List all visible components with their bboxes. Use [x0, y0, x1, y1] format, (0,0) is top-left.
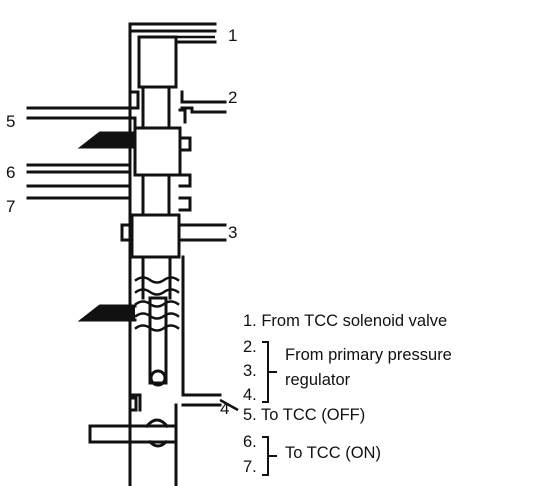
callout-1: 1 [228, 26, 237, 45]
leader-4 [219, 398, 239, 412]
port-5-channel [26, 106, 137, 130]
plunger-ball [149, 369, 167, 387]
spool-land-middle [133, 126, 182, 177]
bracket-6-7 [262, 436, 277, 476]
legend-num-4: 4. [243, 386, 257, 404]
legend-num-7: 7. [243, 458, 257, 476]
base-cap [144, 418, 170, 448]
left-notch [120, 223, 134, 242]
spool-land-top [137, 35, 178, 89]
port-7-channel [26, 184, 132, 217]
legend-group2: To TCC (ON) [285, 444, 381, 462]
spool-stem-upper [141, 85, 171, 130]
port-2-channel [180, 90, 227, 114]
flange-lower [77, 304, 137, 322]
side-notch [178, 136, 192, 152]
right-notches [178, 173, 192, 212]
callout-3: 3 [228, 223, 237, 242]
callout-2: 2 [228, 88, 237, 107]
valve-top-frame [128, 22, 217, 486]
legend-group1-line2: regulator [285, 371, 351, 389]
legend-group1-line1: From primary pressure [285, 346, 452, 364]
small-notch [128, 396, 138, 412]
spool-stem-middle [141, 173, 171, 217]
callout-7: 7 [6, 197, 15, 216]
bracket-2-4 [262, 341, 277, 403]
port-3-channel [177, 223, 227, 242]
port-6-channel [26, 163, 132, 174]
spring [134, 276, 180, 332]
housing-left-lower [128, 393, 142, 412]
callout-4: 4 [220, 399, 229, 418]
legend-item-5: 5. To TCC (OFF) [243, 406, 366, 424]
spool-land-lower [130, 213, 181, 259]
housing-right-lower [181, 255, 222, 407]
callout-6: 6 [6, 163, 15, 182]
legend-item-1: 1. From TCC solenoid valve [243, 312, 448, 330]
callout-5: 5 [6, 112, 15, 131]
legend-num-2: 2. [243, 338, 257, 356]
legend-num-6: 6. [243, 433, 257, 451]
flange-upper [77, 131, 137, 149]
side-notch-2 [178, 108, 187, 124]
plunger-rod [148, 296, 168, 385]
base-plate [88, 424, 178, 444]
port-2-step [128, 90, 140, 110]
legend-num-3: 3. [243, 362, 257, 380]
